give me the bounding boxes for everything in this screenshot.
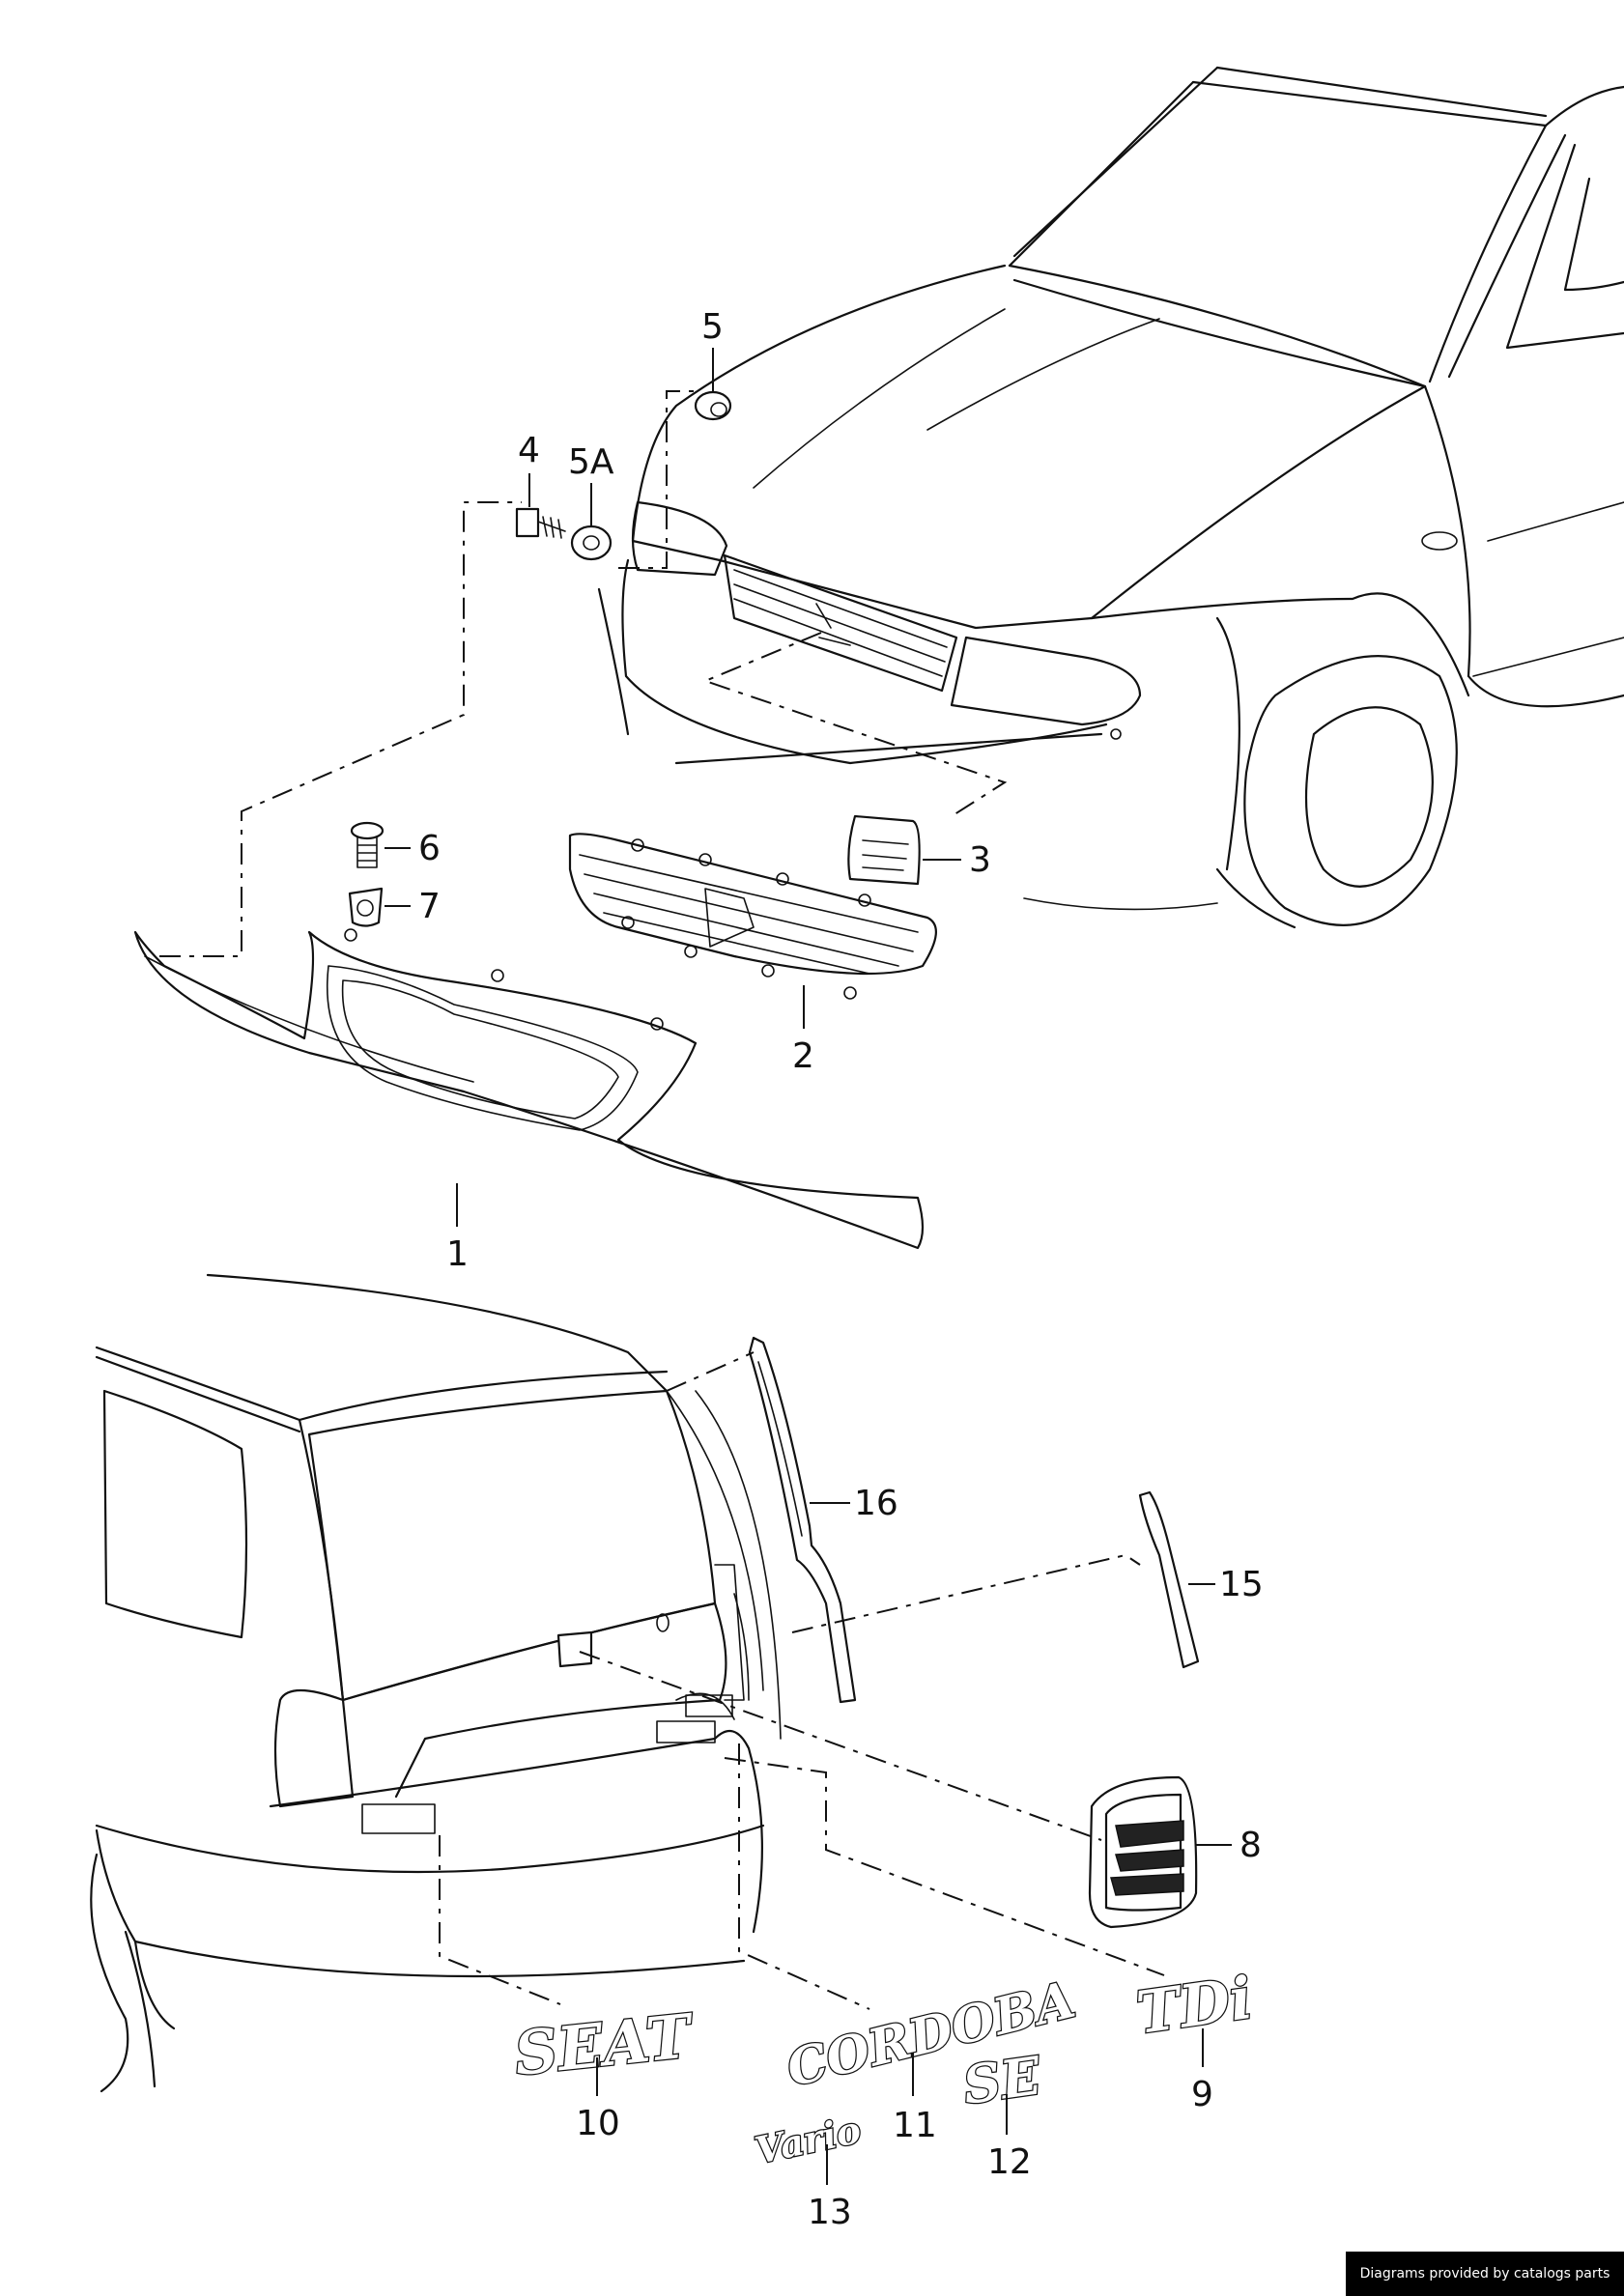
credit-label: Diagrams provided by catalogs parts xyxy=(1346,2252,1624,2296)
tdi-badge: TDi xyxy=(1132,1965,1256,2048)
callout-10: 10 xyxy=(576,2104,620,2143)
pillar-trim-part xyxy=(748,1336,857,1704)
rear-parts xyxy=(439,1336,1200,2010)
callout-6: 6 xyxy=(418,829,441,868)
callout-5: 5 xyxy=(701,307,724,347)
callout-13: 13 xyxy=(808,2193,852,2232)
callout-numbers: 1 2 3 4 5 5A 6 7 8 9 10 11 12 13 15 16 xyxy=(418,307,1264,2232)
callout-8: 8 xyxy=(1239,1826,1262,1865)
grille-surround-part xyxy=(133,930,925,1250)
callout-4: 4 xyxy=(518,431,540,470)
callout-3: 3 xyxy=(969,840,991,880)
callout-15: 15 xyxy=(1219,1565,1264,1604)
badges: SEAT CORDOBA SE TDi Vario xyxy=(510,1964,1258,2173)
seat-badge: SEAT xyxy=(511,2000,698,2089)
grille-screw-part xyxy=(350,821,385,868)
callout-16: 16 xyxy=(854,1484,898,1523)
front-emblem-part xyxy=(847,814,921,886)
screw-part xyxy=(515,507,566,539)
rear-emblem-part xyxy=(1088,1775,1198,1929)
grille-clip-part xyxy=(348,887,384,927)
callout-9: 9 xyxy=(1191,2075,1213,2114)
callout-2: 2 xyxy=(792,1036,814,1076)
se-badge: SE xyxy=(959,2044,1045,2116)
washer-part xyxy=(570,524,613,561)
rear-car-illustration xyxy=(90,1273,782,2093)
vario-badge: Vario xyxy=(752,2108,865,2172)
front-car-illustration xyxy=(597,66,1624,929)
callout-1: 1 xyxy=(446,1234,469,1274)
callout-12: 12 xyxy=(987,2142,1032,2182)
small-trim-part xyxy=(1138,1490,1200,1669)
callout-leaders xyxy=(385,348,1232,2185)
callout-5a: 5A xyxy=(568,442,614,482)
callout-11: 11 xyxy=(893,2106,937,2145)
callout-7: 7 xyxy=(418,887,441,926)
front-parts xyxy=(133,390,1008,1250)
grille-part xyxy=(568,833,937,1000)
clip-nut-part xyxy=(694,390,732,421)
